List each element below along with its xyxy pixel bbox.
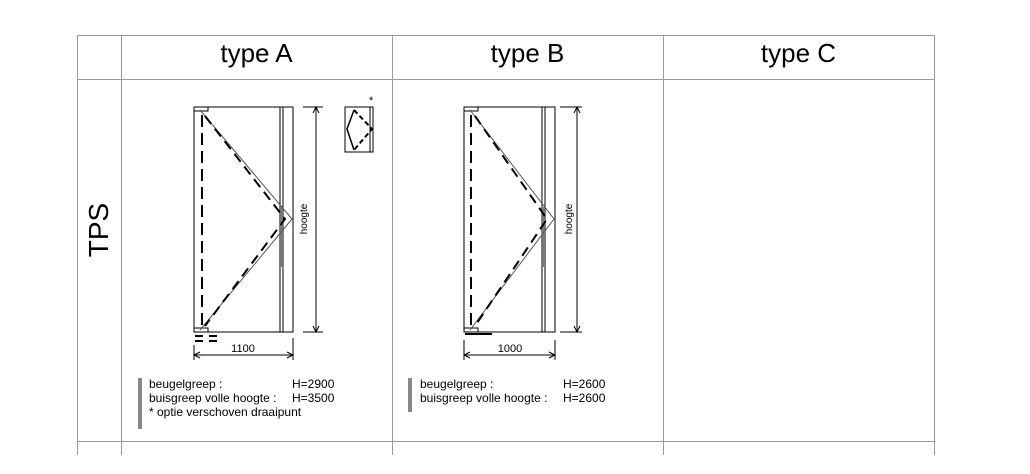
header-type-c: type C	[760, 38, 837, 68]
legend-label: beugelgreep :	[149, 377, 223, 391]
type-a-legend-bar	[138, 378, 142, 429]
legend-label: buisgreep volle hoogte :	[149, 391, 277, 405]
table-col-line	[392, 35, 393, 455]
table-col-line	[121, 35, 122, 455]
table-border-bottom	[77, 441, 935, 442]
type-a-width-label: 1100	[231, 343, 255, 355]
legend-note: * optie verschoven draaipunt	[149, 405, 302, 419]
legend-label: beugelgreep :	[420, 377, 494, 391]
type-b-legend: beugelgreep : H=2600 buisgreep volle hoog…	[420, 377, 605, 405]
table-border-top	[77, 35, 935, 36]
type-b-legend-bar	[408, 378, 412, 412]
table-header-divider	[77, 79, 935, 80]
table-col-line	[934, 35, 935, 455]
legend-value: H=2600	[563, 377, 606, 391]
type-b-width-label: 1000	[498, 343, 522, 355]
header-type-a: type A	[220, 38, 293, 68]
type-a-legend: beugelgreep : H=2900 buisgreep volle hoog…	[149, 377, 334, 419]
legend-value: H=2600	[563, 391, 606, 405]
type-a-option-icon	[344, 106, 374, 153]
type-a-drawing	[192, 105, 374, 360]
legend-value: H=2900	[292, 377, 335, 391]
type-a-height-label: hoogte	[299, 203, 310, 234]
table-col-line	[77, 35, 78, 455]
type-b-drawing	[462, 105, 582, 360]
legend-value: H=3500	[292, 391, 335, 405]
legend-label: buisgreep volle hoogte :	[420, 391, 548, 405]
header-type-b: type B	[490, 38, 565, 68]
type-b-height-label: hoogte	[564, 203, 575, 234]
table-col-line	[663, 35, 664, 455]
type-a-option-mark: *	[369, 95, 374, 107]
